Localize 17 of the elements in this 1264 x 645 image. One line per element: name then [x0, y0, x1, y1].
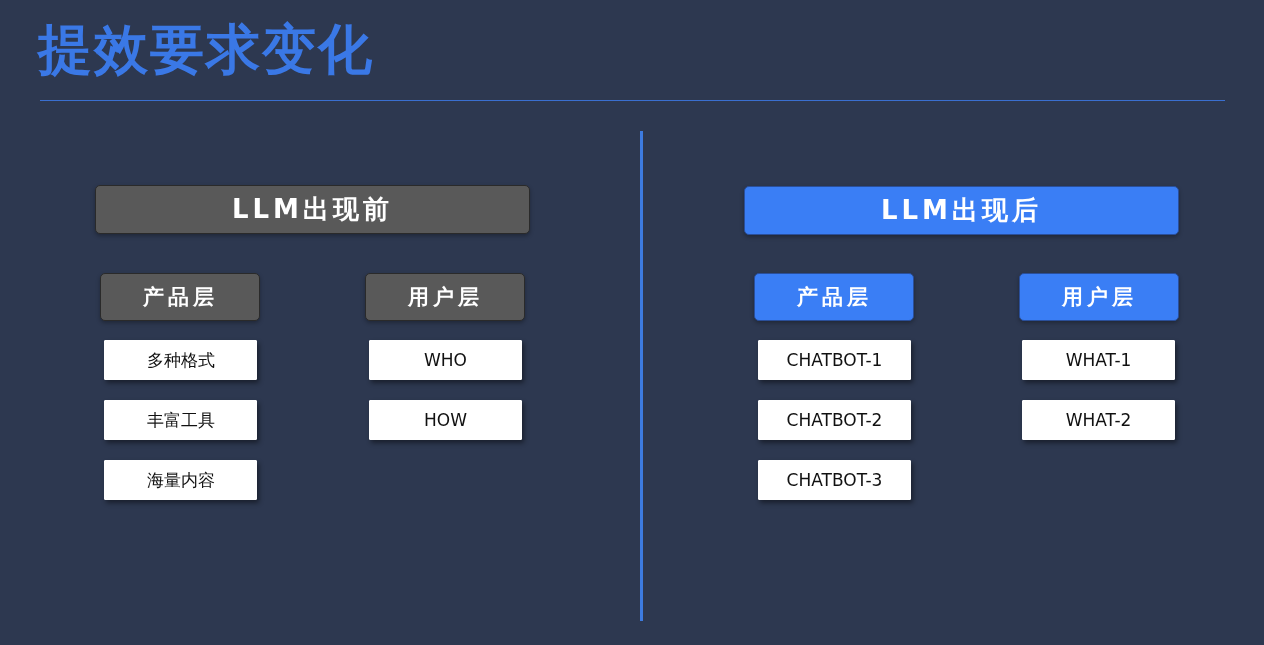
header-bar: LLM出现前 — [95, 185, 530, 234]
category-tab: 产品层 — [754, 273, 914, 321]
item-card: WHO — [369, 340, 522, 380]
item-card: 海量内容 — [104, 460, 257, 500]
item-card: WHAT-1 — [1022, 340, 1175, 380]
item-card: 丰富工具 — [104, 400, 257, 440]
header-bar: LLM出现后 — [744, 186, 1179, 235]
item-card: CHATBOT-1 — [758, 340, 911, 380]
category-tab: 产品层 — [100, 273, 260, 321]
item-card: CHATBOT-2 — [758, 400, 911, 440]
item-card: HOW — [369, 400, 522, 440]
item-card: 多种格式 — [104, 340, 257, 380]
item-card: WHAT-2 — [1022, 400, 1175, 440]
category-tab: 用户层 — [1019, 273, 1179, 321]
item-card: CHATBOT-3 — [758, 460, 911, 500]
category-tab: 用户层 — [365, 273, 525, 321]
slide-title: 提效要求变化 — [38, 18, 374, 83]
